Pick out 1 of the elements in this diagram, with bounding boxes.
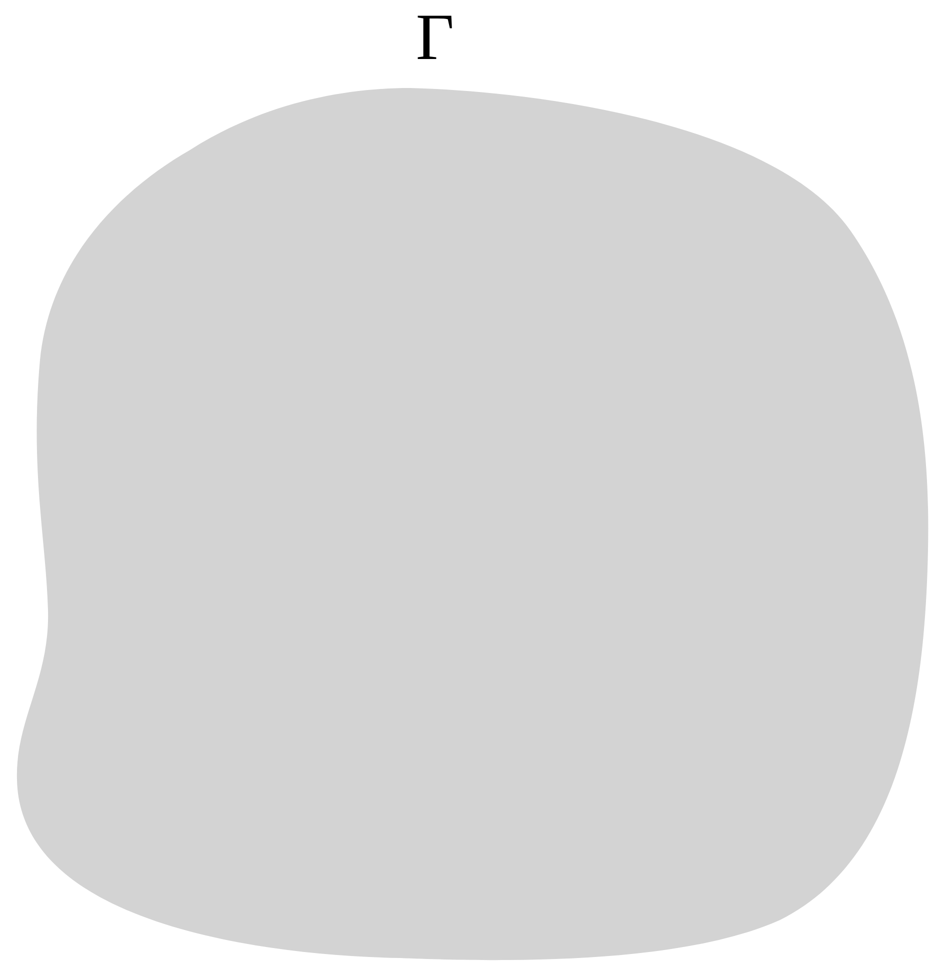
region-label: Γ: [414, 0, 456, 76]
